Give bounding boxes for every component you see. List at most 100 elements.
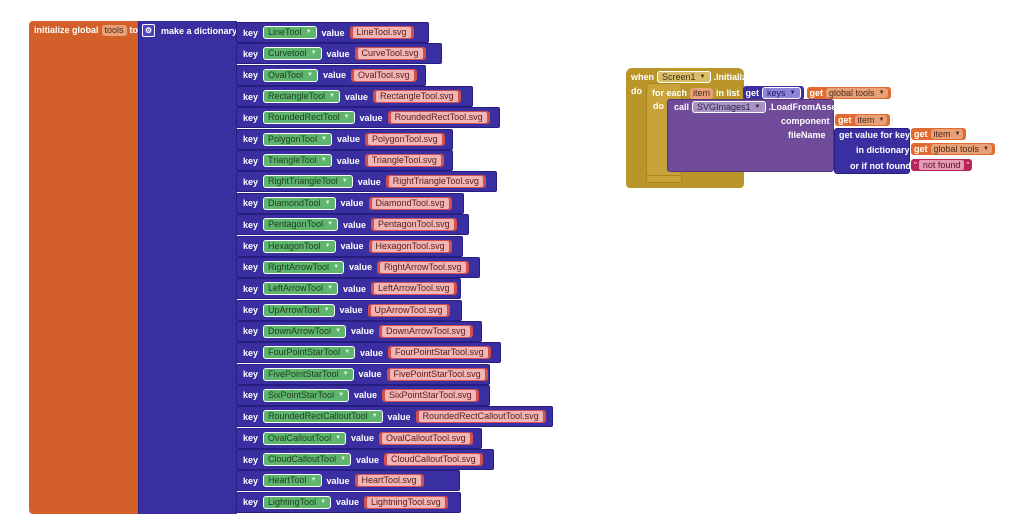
key-dropdown[interactable]: DownArrowTool▼: [263, 324, 347, 338]
value-text-block[interactable]: PentagonTool.svg: [371, 218, 457, 232]
value-text-block[interactable]: RightArrowTool.svg: [377, 260, 469, 274]
value-text-field[interactable]: SixPointStarTool.svg: [385, 389, 476, 401]
keys-dropdown[interactable]: keys ▼: [762, 87, 801, 99]
value-text-block[interactable]: TriangleTool.svg: [364, 154, 444, 168]
value-text-field[interactable]: UpArrowTool.svg: [370, 304, 447, 316]
value-text-field[interactable]: DownArrowTool.svg: [382, 325, 470, 337]
value-text-field[interactable]: RoundedRectCalloutTool.svg: [418, 411, 543, 423]
key-dropdown[interactable]: RectangleTool▼: [263, 90, 341, 104]
key-dropdown[interactable]: LightingTool▼: [263, 495, 332, 509]
value-text-block[interactable]: LineTool.svg: [349, 26, 414, 39]
key-dropdown[interactable]: RoundedRectTool▼: [263, 111, 355, 125]
value-text-field[interactable]: FivePointStarTool.svg: [389, 368, 485, 380]
get-item-block[interactable]: get item ▼: [835, 114, 891, 126]
value-text-block[interactable]: OvalCalloutTool.svg: [379, 431, 473, 445]
key-dropdown[interactable]: SixPointStarTool▼: [263, 388, 350, 402]
key-dropdown[interactable]: OvalCalloutTool▼: [263, 431, 347, 445]
screen-component-dropdown[interactable]: Screen1 ▼: [657, 71, 711, 83]
initialize-global-block[interactable]: [29, 21, 139, 514]
key-dropdown[interactable]: TriangleTool▼: [263, 154, 332, 168]
value-text-field[interactable]: DiamondTool.svg: [371, 197, 449, 209]
value-text-field[interactable]: TriangleTool.svg: [367, 155, 441, 167]
key-dropdown[interactable]: DiamondTool▼: [263, 196, 336, 210]
value-text-block[interactable]: RectangleTool.svg: [373, 90, 461, 104]
not-found-text-block[interactable]: " not found ": [911, 159, 973, 171]
value-text-block[interactable]: LightningTool.svg: [364, 495, 448, 509]
make-dictionary-block[interactable]: [138, 21, 237, 514]
value-text-field[interactable]: PolygonTool.svg: [368, 133, 442, 145]
value-text-field[interactable]: PentagonTool.svg: [374, 219, 454, 231]
value-text-block[interactable]: FourPointStarTool.svg: [388, 346, 491, 360]
value-text-field[interactable]: HeartTool.svg: [357, 475, 421, 487]
value-text-block[interactable]: PolygonTool.svg: [365, 132, 445, 146]
value-text-block[interactable]: RoundedRectCalloutTool.svg: [415, 410, 546, 424]
key-dropdown[interactable]: UpArrowTool▼: [263, 303, 335, 317]
get-item-key-block[interactable]: get item ▼: [911, 128, 967, 140]
key-dropdown[interactable]: CloudCalloutTool▼: [263, 453, 352, 466]
item-dropdown[interactable]: item ▼: [854, 115, 888, 125]
value-text-field[interactable]: OvalCalloutTool.svg: [382, 432, 470, 444]
value-text-field[interactable]: LightningTool.svg: [367, 496, 445, 508]
key-dropdown[interactable]: RoundedRectCalloutTool▼: [263, 410, 383, 424]
value-text-field[interactable]: FourPointStarTool.svg: [391, 347, 488, 359]
key-dropdown[interactable]: LeftArrowTool▼: [263, 282, 339, 296]
value-text-block[interactable]: DiamondTool.svg: [368, 196, 452, 210]
value-text-block[interactable]: HeartTool.svg: [354, 474, 424, 488]
key-dropdown[interactable]: Curvetool▼: [263, 47, 322, 61]
loop-variable-field[interactable]: item: [690, 87, 714, 99]
value-text-field[interactable]: HexagonTool.svg: [371, 240, 449, 252]
value-text-block[interactable]: CurveTool.svg: [354, 47, 426, 61]
get-global-tools-block[interactable]: get global tools ▼: [806, 87, 891, 99]
key-dropdown[interactable]: HeartTool▼: [263, 474, 322, 488]
value-text-block[interactable]: UpArrowTool.svg: [367, 303, 450, 317]
value-text-block[interactable]: HexagonTool.svg: [368, 239, 452, 253]
key-dropdown[interactable]: PolygonTool▼: [263, 132, 333, 146]
svg-component-dropdown[interactable]: SVGImages1 ▼: [692, 101, 766, 113]
get-global-tools-dict-block[interactable]: get global tools ▼: [911, 143, 995, 155]
key-dropdown[interactable]: RightArrowTool▼: [263, 260, 345, 274]
key-dropdown[interactable]: HexagonTool▼: [263, 239, 336, 253]
global-variable-name-field[interactable]: tools: [101, 24, 127, 36]
gear-icon[interactable]: ⚙: [142, 24, 155, 37]
global-tools-dropdown[interactable]: global tools ▼: [826, 88, 888, 98]
value-text-field[interactable]: RightTriangleTool.svg: [388, 176, 483, 188]
get-value-for-key-block[interactable]: [834, 128, 910, 174]
value-text-field[interactable]: RectangleTool.svg: [376, 91, 458, 103]
key-dropdown[interactable]: FourPointStarTool▼: [263, 346, 356, 360]
value-text-block[interactable]: RoundedRectTool.svg: [387, 111, 490, 125]
global-tools-dict-dropdown[interactable]: global tools ▼: [930, 144, 992, 154]
value-text-field[interactable]: CloudCalloutTool.svg: [387, 454, 480, 465]
value-text-field[interactable]: LeftArrowTool.svg: [374, 283, 454, 295]
key-dropdown[interactable]: PentagonTool▼: [263, 218, 339, 232]
value-text-block[interactable]: DownArrowTool.svg: [379, 324, 473, 338]
value-text-block[interactable]: RightTriangleTool.svg: [385, 175, 486, 189]
value-text-block[interactable]: FivePointStarTool.svg: [386, 367, 488, 381]
key-dropdown[interactable]: FivePointStarTool▼: [263, 367, 354, 381]
get-keys-block[interactable]: get keys ▼: [742, 86, 804, 100]
key-dropdown[interactable]: OvalTool▼: [263, 68, 318, 82]
value-text-field[interactable]: RoundedRectTool.svg: [390, 112, 487, 124]
